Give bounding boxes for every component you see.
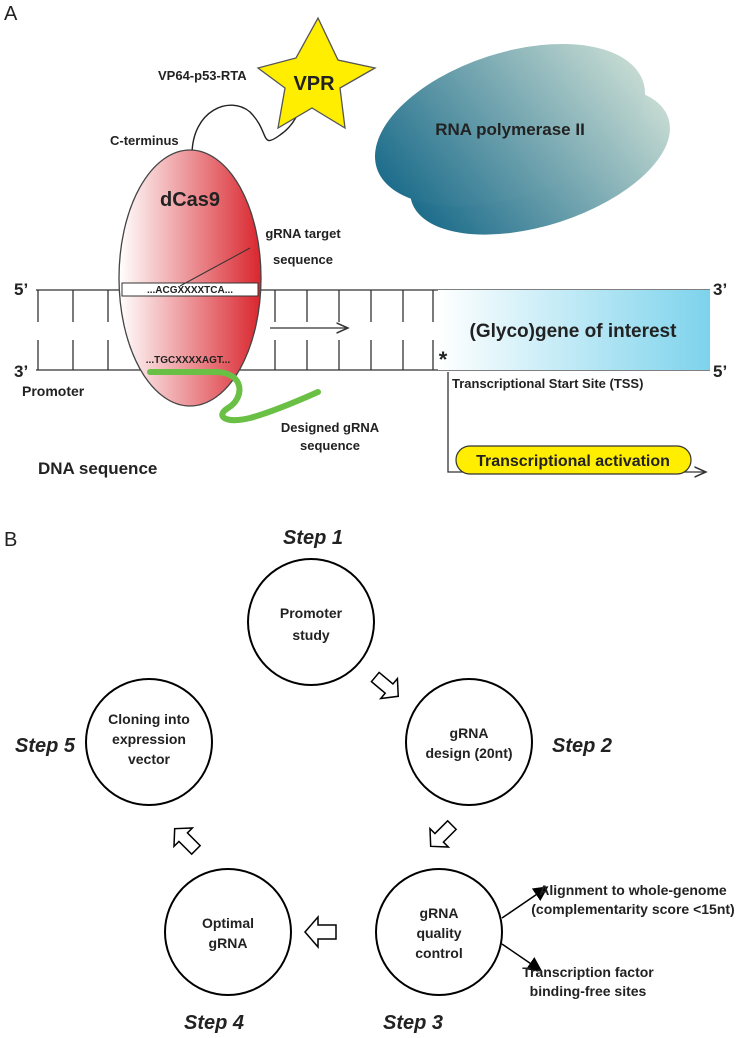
designed-grna-label-1: Designed gRNA: [281, 420, 380, 435]
arrow-step3-to-step4: [304, 914, 337, 950]
target-pointer-line: [179, 247, 251, 287]
qc-arrow-binding: [501, 943, 543, 972]
step-4-line-2: gRNA: [209, 935, 248, 951]
grna-target-label-1: gRNA target: [265, 226, 341, 241]
five-prime-left: 5’: [14, 280, 28, 299]
dcas9-shape: [118, 149, 262, 407]
tss-star: *: [439, 347, 448, 372]
step-5-line-2: expression: [112, 731, 186, 747]
step-3-circle: [375, 868, 503, 996]
vpr-star-icon: [256, 16, 377, 130]
activator-domains-label: VP64-p53-RTA: [158, 68, 247, 83]
promoter-label: Promoter: [22, 383, 85, 399]
gene-region: [438, 290, 710, 370]
activation-pill: [455, 445, 692, 475]
qc-binding-line-1: Transcription factor: [522, 964, 654, 980]
step-4-circle: [164, 868, 292, 996]
step-3-line-1: gRNA: [420, 905, 459, 921]
rna-polymerase-shape: [375, 44, 670, 235]
arrow-step2-to-step3: [429, 819, 458, 848]
step-1-circle: [247, 558, 375, 686]
step-5-line-3: vector: [128, 751, 171, 767]
qc-alignment-line-2: (complementarity score <15nt): [531, 901, 734, 917]
step-3-line-2: quality: [416, 925, 461, 941]
step-5-line-1: Cloning into: [108, 711, 190, 727]
step-5-circle: [85, 678, 213, 806]
target-sequence-box: [121, 282, 259, 297]
step-1-line-1: Promoter: [280, 605, 343, 621]
designed-grna-label-2: sequence: [300, 438, 360, 453]
panel-a-label: A: [4, 3, 18, 25]
step-4-line-1: Optimal: [202, 915, 254, 931]
qc-alignment-line-1: Alignment to whole-genome: [539, 882, 727, 898]
designed-grna-strand: [147, 369, 321, 424]
qc-arrow-alignment: [501, 886, 549, 919]
rna-polymerase-label: RNA polymerase II: [435, 120, 585, 139]
panel-b-label: B: [4, 529, 17, 551]
qc-binding-line-2: binding-free sites: [530, 983, 647, 999]
dcas9-label: dCas9: [160, 189, 220, 211]
arrow-step4-to-step5: [173, 827, 202, 856]
five-prime-right: 5’: [713, 362, 727, 381]
step-3-line-3: control: [415, 945, 462, 961]
step-1-title: Step 1: [283, 527, 343, 549]
c-terminus-label: C-terminus: [110, 133, 179, 148]
target-sequence-text: ...ACGXXXXTCA...: [147, 285, 233, 296]
step-2-title: Step 2: [552, 735, 612, 757]
gene-label: (Glyco)gene of interest: [470, 321, 678, 342]
step-3-title: Step 3: [383, 1012, 443, 1034]
grna-target-label-2: sequence: [273, 252, 333, 267]
vpr-label: VPR: [293, 73, 335, 95]
tss-label: Transcriptional Start Site (TSS): [452, 376, 643, 391]
linker-curve: [191, 94, 306, 156]
activation-label: Transcriptional activation: [476, 453, 670, 470]
step-2-line-1: gRNA: [450, 725, 489, 741]
three-prime-left: 3’: [14, 362, 28, 381]
dna-sequence-label: DNA sequence: [38, 459, 157, 478]
step-2-line-2: design (20nt): [425, 745, 512, 761]
step-1-line-2: study: [292, 627, 330, 643]
step-2-circle: [405, 678, 533, 806]
step-5-title: Step 5: [15, 735, 76, 757]
three-prime-right: 3’: [713, 280, 727, 299]
arrow-step1-to-step2: [370, 671, 400, 700]
complement-sequence-text: ...TGCXXXXAGT...: [146, 355, 231, 366]
step-4-title: Step 4: [184, 1012, 244, 1034]
